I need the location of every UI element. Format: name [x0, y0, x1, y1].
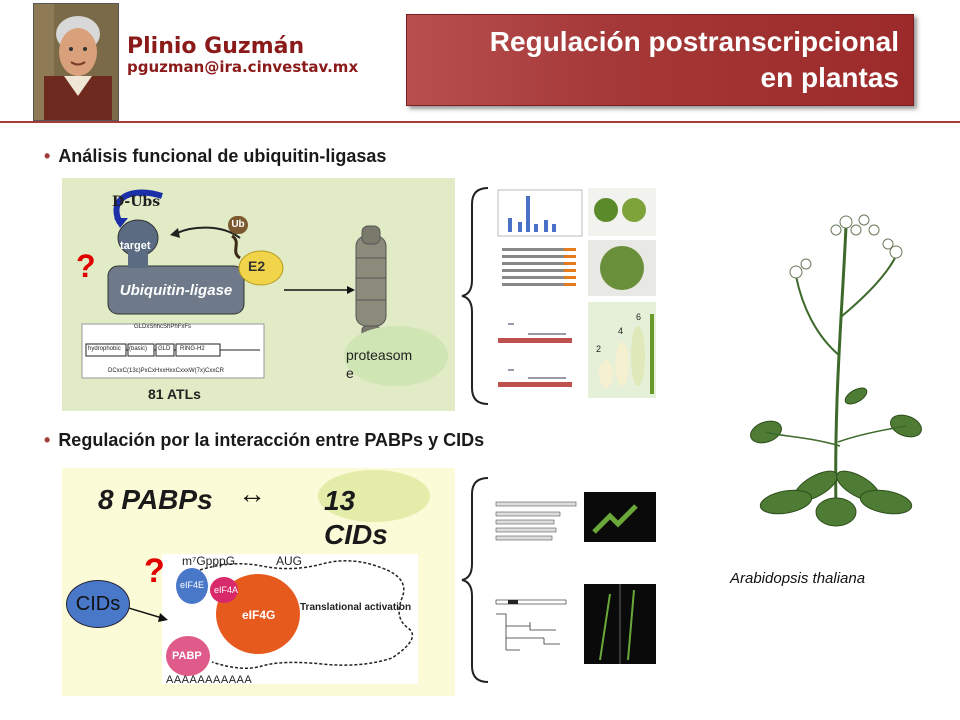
proteasome-shape [355, 225, 387, 339]
ubiquitin-badge: Ub [228, 216, 248, 234]
domain-ring: RING-H2 [180, 346, 205, 352]
header-divider [0, 121, 960, 123]
plant-caption: Arabidopsis thaliana [730, 570, 866, 587]
title-box: Regulación postranscripcional en plantas [406, 14, 914, 106]
bullet-pabps-cids-text: Regulación por la interacción entre PABP… [58, 430, 485, 450]
results-figures-1 [461, 187, 656, 405]
dubs-label: D-Ubs [112, 194, 161, 210]
slide-title-line1: Regulación postranscripcional [489, 26, 899, 57]
stage-6-label: 6 [636, 312, 642, 322]
bullet-ubiquitin-ligases-text: Análisis funcional de ubiquitin-ligasas [58, 146, 387, 166]
bullet-pabps-cids: •Regulación por la interacción entre PAB… [44, 430, 485, 450]
stage-4-label: 4 [618, 326, 624, 336]
pabp-cid-diagram-panel: 8 PABPs ↔ 13 CIDs ? CIDs m⁷GpppG AUG eIF… [62, 468, 455, 696]
results-figures-2 [461, 477, 656, 683]
proteasome-label: proteasom e [346, 347, 413, 381]
polya-tail-label: AAAAAAAAAAA [166, 674, 253, 686]
bullet-ubiquitin-ligases: •Análisis funcional de ubiquitin-ligasas [44, 146, 387, 166]
domain-basic: (basic) [129, 346, 148, 352]
translational-activation-label: Translational activation [300, 602, 412, 613]
ubiquitin-ligase-label: Ubiquitin-ligase [119, 282, 233, 299]
domain-motif-top: GLDxShhcShPhFxFs [134, 324, 192, 330]
cap-label: m⁷GpppG [182, 554, 236, 568]
aug-label: AUG [276, 554, 303, 568]
eif4e-label: eIF4E [180, 580, 205, 590]
domain-gld: GLD [158, 346, 171, 352]
question-mark-2: ? [144, 552, 165, 590]
slide-title-line2: en plantas [760, 62, 899, 93]
question-mark-1: ? [76, 248, 96, 284]
e2-label: E2 [248, 258, 266, 274]
interaction-arrow: ↔ [238, 478, 266, 509]
pabp-label: PABP [172, 650, 202, 662]
atls-count: 81 ATLs [148, 386, 201, 402]
author-email: pguzman@ira.cinvestav.mx [127, 58, 359, 76]
target-label: target [120, 240, 151, 252]
author-photo [33, 3, 119, 121]
domain-hydrophobic: hydrophobic [88, 346, 121, 352]
eif4g-label: eIF4G [242, 608, 276, 622]
stage-2-label: 2 [596, 344, 602, 354]
arabidopsis-plant-illustration [750, 214, 922, 527]
cids-count: 13 CIDs [324, 485, 388, 550]
author-name: Plinio Guzmán [127, 34, 305, 59]
pabps-count: 8 PABPs [98, 484, 213, 515]
eif4a-label: eIF4A [214, 585, 239, 595]
cids-node: CIDs [66, 580, 130, 628]
domain-motif-bottom: DCxxC(13c)PxCxHxxHxxCxxxW(7x)CxxCR [108, 368, 224, 374]
ubiquitin-diagram-panel: D-Ubs Ub target E2 ? Ubiquitin-ligase GL… [62, 178, 455, 411]
